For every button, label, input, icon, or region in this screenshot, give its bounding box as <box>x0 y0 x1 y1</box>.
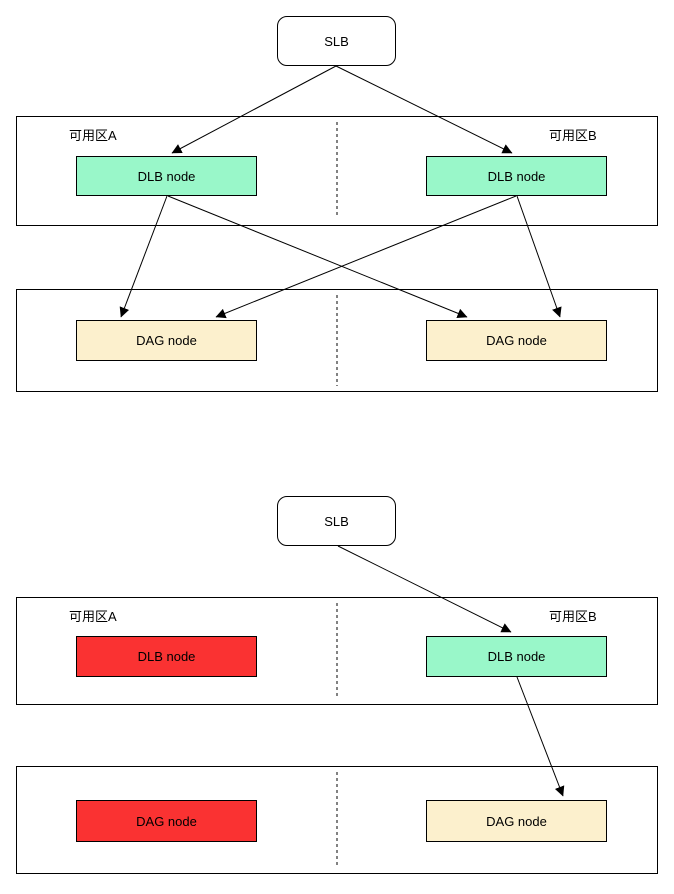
dag-node-a-2-failed: DAG node <box>76 800 257 842</box>
zone-row-dag-2 <box>16 766 658 874</box>
zone-row-dlb-2: 可用区A 可用区B <box>16 597 658 705</box>
zone-row-dag-1 <box>16 289 658 392</box>
zone-row-dlb-1: 可用区A 可用区B <box>16 116 658 226</box>
zone-b-label-1: 可用区B <box>549 128 597 143</box>
dlb-node-b-1: DLB node <box>426 156 607 196</box>
dag-node-a-1: DAG node <box>76 320 257 361</box>
slb-node-1: SLB <box>277 16 396 66</box>
dlb-node-a-1: DLB node <box>76 156 257 196</box>
zone-b-label-2: 可用区B <box>549 609 597 624</box>
slb-node-2: SLB <box>277 496 396 546</box>
dag-node-b-1: DAG node <box>426 320 607 361</box>
dlb-node-b-2: DLB node <box>426 636 607 677</box>
zone-a-label-1: 可用区A <box>69 128 117 143</box>
dlb-node-a-2-failed: DLB node <box>76 636 257 677</box>
dag-node-b-2: DAG node <box>426 800 607 842</box>
zone-a-label-2: 可用区A <box>69 609 117 624</box>
